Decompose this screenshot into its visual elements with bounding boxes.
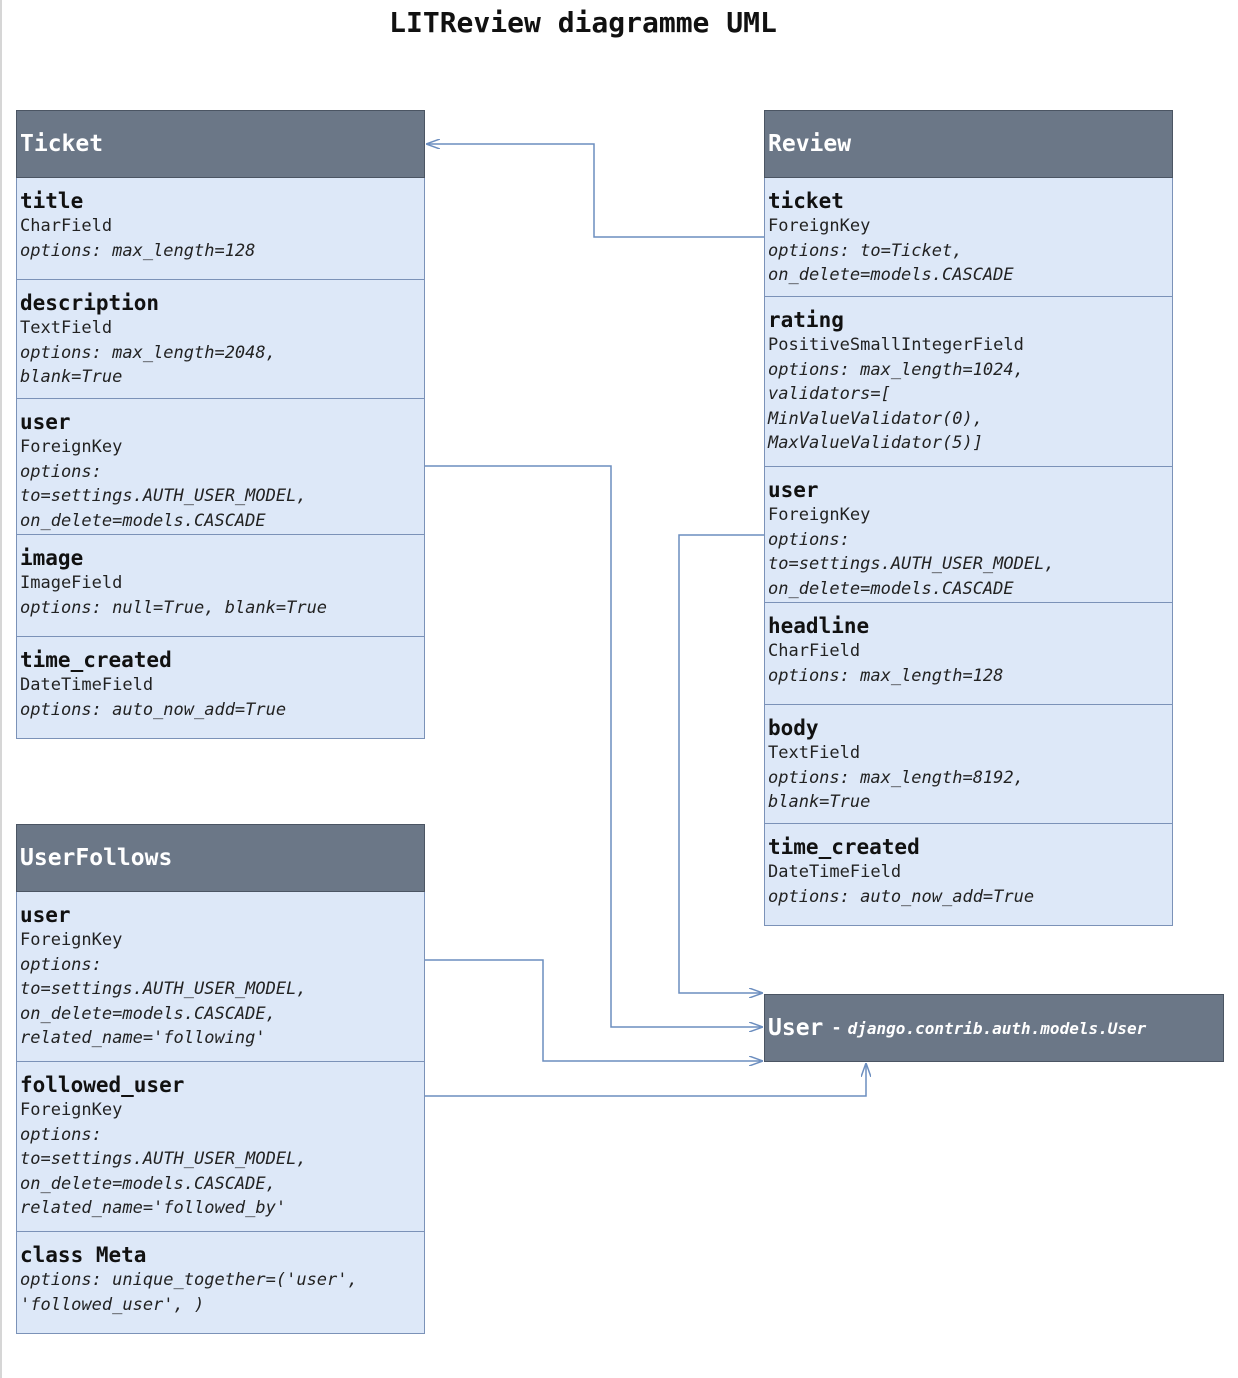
field-type: ForeignKey [768, 216, 871, 236]
field-name: user [20, 410, 71, 434]
field-name: headline [768, 614, 870, 638]
field-name: ticket [768, 189, 844, 213]
connector-review-ticket-to-ticket [427, 144, 764, 238]
field-options: options: auto_now_add=True [20, 699, 287, 720]
field-options: options: null=True, blank=True [20, 597, 328, 618]
userfollows-field-followed-user: followed_user ForeignKey options: to=set… [16, 1062, 425, 1232]
userfollows-field-user: user ForeignKey options: to=settings.AUT… [16, 892, 425, 1062]
field-name: title [20, 189, 84, 213]
entity-userfollows[interactable]: UserFollows user ForeignKey options: to=… [16, 824, 425, 1334]
entity-ticket[interactable]: Ticket title CharField options: max_leng… [16, 110, 425, 739]
field-options: options: auto_now_add=True [768, 886, 1035, 907]
field-name: description [20, 291, 160, 315]
review-field-headline: headline CharField options: max_length=1… [764, 603, 1173, 705]
field-options: options: to=settings.AUTH_USER_MODEL, on… [20, 954, 307, 1049]
entity-user-separator: - [831, 1018, 842, 1038]
field-options: options: max_length=1024, validators=[ M… [768, 359, 1024, 454]
field-type: CharField [20, 216, 113, 236]
review-field-ticket: ticket ForeignKey options: to=Ticket, on… [764, 178, 1173, 297]
entity-ticket-header: Ticket [16, 110, 425, 178]
field-name: class Meta [20, 1243, 147, 1267]
field-type: DateTimeField [20, 675, 154, 695]
field-options: options: max_length=8192, blank=True [768, 767, 1024, 813]
field-options: options: to=Ticket, on_delete=models.CAS… [768, 240, 1014, 286]
entity-user-name: User [768, 1015, 824, 1041]
field-options: options: max_length=128 [20, 240, 256, 261]
field-options: options: max_length=2048, blank=True [20, 342, 276, 388]
ticket-field-description: description TextField options: max_lengt… [16, 280, 425, 399]
field-name: followed_user [20, 1073, 185, 1097]
field-options: options: to=settings.AUTH_USER_MODEL, on… [20, 461, 307, 531]
field-type: PositiveSmallIntegerField [768, 335, 1024, 355]
field-options: options: max_length=128 [768, 665, 1004, 686]
review-field-time-created: time_created DateTimeField options: auto… [764, 824, 1173, 926]
connector-userfollows-followed-user-to-user [425, 1064, 866, 1097]
field-name: user [20, 903, 71, 927]
connector-review-user-to-user [678, 534, 764, 993]
ticket-field-title: title CharField options: max_length=128 [16, 178, 425, 280]
ticket-field-time-created: time_created DateTimeField options: auto… [16, 637, 425, 739]
ticket-field-image: image ImageField options: null=True, bla… [16, 535, 425, 637]
field-options: options: unique_together=('user', 'follo… [20, 1270, 358, 1315]
field-name: image [20, 546, 84, 570]
diagram-title: LITReview diagramme UML [389, 6, 777, 39]
userfollows-field-class-meta: class Meta options: unique_together=('us… [16, 1232, 425, 1334]
connector-userfollows-user-to-user [425, 959, 762, 1061]
field-type: ForeignKey [768, 505, 871, 525]
connector-ticket-user-to-user [425, 465, 762, 1027]
ticket-field-user: user ForeignKey options: to=settings.AUT… [16, 399, 425, 535]
field-options: options: to=settings.AUTH_USER_MODEL, on… [768, 529, 1055, 599]
entity-userfollows-header: UserFollows [16, 824, 425, 892]
field-type: CharField [768, 641, 861, 661]
entity-review[interactable]: Review ticket ForeignKey options: to=Tic… [764, 110, 1173, 926]
field-type: ImageField [20, 573, 123, 593]
left-edge-rule [0, 0, 2, 1378]
field-options: options: to=settings.AUTH_USER_MODEL, on… [20, 1124, 307, 1219]
field-type: DateTimeField [768, 862, 902, 882]
field-name: time_created [768, 835, 920, 859]
field-name: rating [768, 308, 844, 332]
field-type: TextField [768, 743, 861, 763]
field-name: user [768, 478, 819, 502]
entity-user[interactable]: User - django.contrib.auth.models.User [764, 994, 1224, 1062]
review-field-user: user ForeignKey options: to=settings.AUT… [764, 467, 1173, 603]
review-field-rating: rating PositiveSmallIntegerField options… [764, 297, 1173, 467]
field-name: body [768, 716, 819, 740]
field-type: ForeignKey [20, 930, 123, 950]
entity-review-header: Review [764, 110, 1173, 178]
field-type: ForeignKey [20, 437, 123, 457]
review-field-body: body TextField options: max_length=8192,… [764, 705, 1173, 824]
entity-user-path: django.contrib.auth.models.User [847, 1018, 1147, 1038]
field-name: time_created [20, 648, 172, 672]
field-type: ForeignKey [20, 1100, 123, 1120]
field-type: TextField [20, 318, 113, 338]
